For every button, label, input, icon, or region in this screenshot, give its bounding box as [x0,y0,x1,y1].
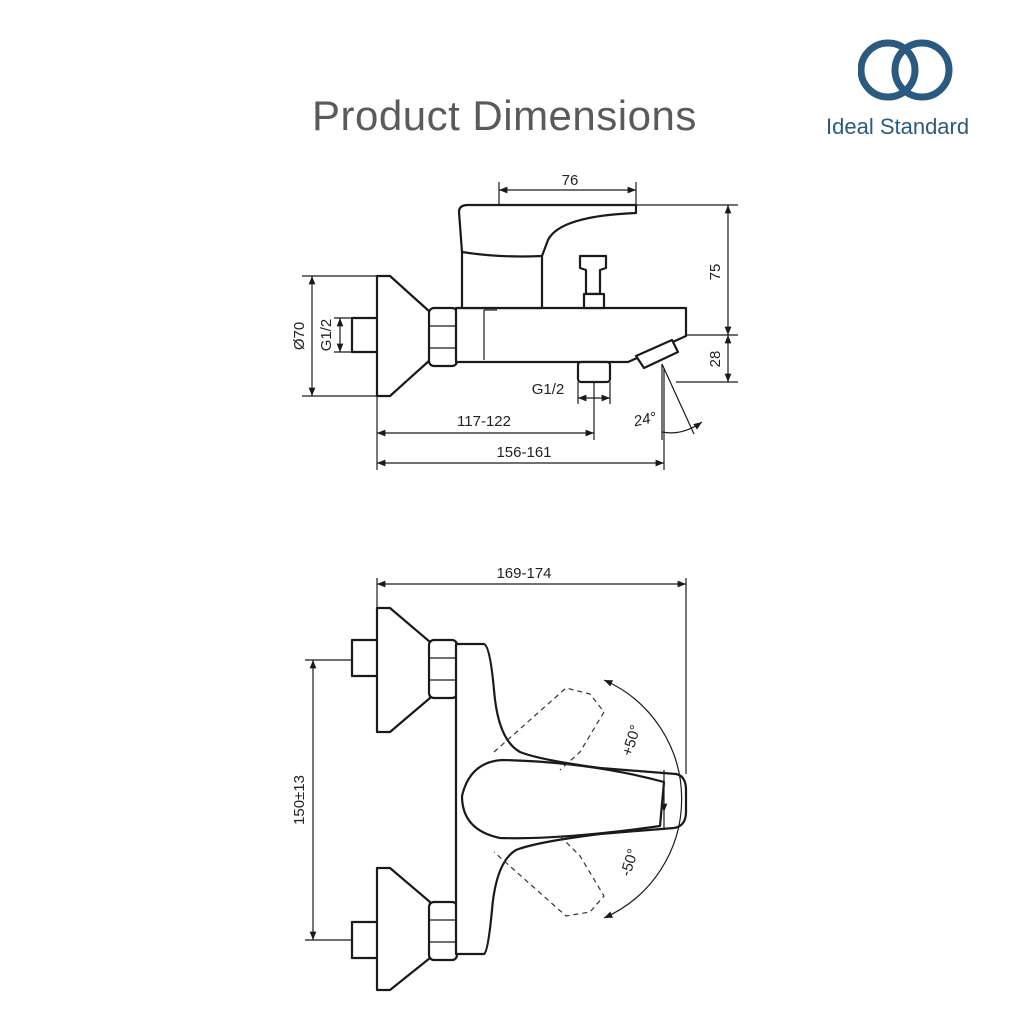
lower-hex-nut [427,900,459,962]
rings-logo-icon [858,39,953,101]
brand-name: Ideal Standard [826,114,970,139]
dim-outlet-thread: G1/2 [532,381,565,398]
hex-nut [427,306,459,368]
dim-height-upper: 75 [707,264,724,281]
rotation-arc [603,679,683,919]
spout-aerator [634,338,680,370]
lower-inlet-nipple [350,920,380,960]
dim-height-lower: 28 [707,351,724,368]
wall-flange [375,274,432,398]
dim-rotation-minus: -50° [617,847,642,879]
dim-diameter: Ø70 [291,322,308,350]
dim-top-width: 76 [562,172,579,189]
upper-hex-nut [427,638,459,700]
lever-top [460,758,666,840]
shower-outlet [576,360,612,384]
dim-depth-short: 117-122 [457,413,511,430]
brand-logo: Ideal Standard [826,34,996,144]
diverter-knob [578,254,608,296]
upper-wall-flange [375,606,432,734]
dim-rotation-plus: +50° [619,723,645,758]
dim-centres: 150±13 [291,775,308,825]
inlet-nipple [350,316,380,354]
upper-inlet-nipple [350,638,380,678]
lower-wall-flange [375,866,432,992]
diverter-stem [582,292,606,310]
page-title: Product Dimensions [312,92,697,139]
top-view: +50° -50° 169-174 150±13 [291,565,688,992]
side-view: 76 75 28 Ø70 G1/2 G1/2 24° 117-122 [291,172,738,470]
dim-inlet-thread: G1/2 [318,319,335,352]
lever-minus-position [493,835,605,917]
lever-column [460,250,544,310]
dim-overall-width: 169-174 [496,565,551,582]
mixer-lever [457,203,638,258]
dim-depth-long: 156-161 [496,444,551,461]
dim-spout-angle: 24° [631,409,658,431]
